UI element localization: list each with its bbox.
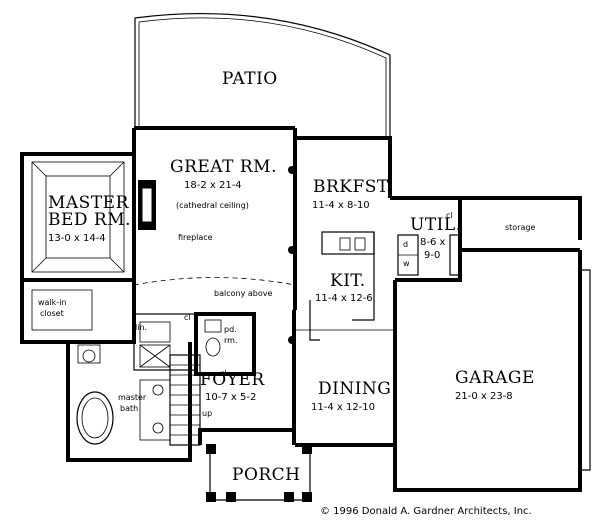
garage-label: GARAGE bbox=[455, 368, 535, 388]
foyer-walls bbox=[198, 310, 296, 445]
powder-room-walls bbox=[194, 312, 256, 376]
lin-label: lin. bbox=[135, 323, 147, 332]
fireplace-label: fireplace bbox=[178, 233, 213, 242]
master-bath-label-1: master bbox=[118, 393, 147, 402]
porch-label: PORCH bbox=[232, 465, 301, 485]
great-room-label: GREAT RM. bbox=[170, 157, 277, 177]
pd-rm-label-2: rm. bbox=[224, 336, 237, 345]
porch-outline bbox=[206, 444, 312, 502]
master-bed-label-1: MASTER bbox=[48, 193, 130, 213]
great-room-note: (cathedral ceiling) bbox=[176, 201, 249, 210]
util-label: UTIL. bbox=[410, 215, 462, 235]
walk-in-label-2: closet bbox=[40, 309, 64, 318]
storage-label: storage bbox=[505, 223, 535, 232]
kit-label: KIT. bbox=[330, 271, 366, 291]
stair-block bbox=[133, 313, 201, 446]
walk-in-closet-walls bbox=[20, 278, 136, 344]
cl-label-3: cl bbox=[446, 211, 453, 220]
pd-rm-label-1: pd. bbox=[224, 325, 237, 334]
util-dims-2: 9-0 bbox=[424, 250, 440, 261]
kit-dims: 11-4 x 12-6 bbox=[315, 293, 373, 304]
walk-in-label-1: walk-in bbox=[38, 298, 66, 307]
util-dims-1: 8-6 x bbox=[420, 237, 446, 248]
master-bath-label-2: bath bbox=[120, 404, 138, 413]
garage-walls bbox=[393, 250, 591, 492]
w-label: w bbox=[403, 259, 410, 268]
dining-dims: 11-4 x 12-10 bbox=[311, 402, 375, 413]
d-label: d bbox=[403, 240, 408, 249]
great-room-dims: 18-2 x 21-4 bbox=[184, 180, 242, 191]
utility-walls bbox=[397, 234, 461, 276]
cl-label-2: cl bbox=[220, 369, 227, 378]
foyer-label: FOYER bbox=[200, 370, 265, 390]
brkfst-label: BRKFST. bbox=[313, 177, 392, 197]
cl-label-1: cl bbox=[184, 313, 191, 322]
master-bed-label-2: BED RM. bbox=[48, 210, 131, 230]
balcony-label: balcony above bbox=[214, 289, 272, 298]
great-room-walls bbox=[132, 126, 297, 310]
foyer-dims: 10-7 x 5-2 bbox=[205, 392, 256, 403]
master-bed-dims: 13-0 x 14-4 bbox=[48, 233, 106, 244]
patio-label: PATIO bbox=[222, 69, 278, 89]
patio-outline bbox=[134, 12, 391, 138]
storage-walls bbox=[460, 196, 582, 252]
dining-label: DINING bbox=[318, 379, 391, 399]
garage-dims: 21-0 x 23-8 bbox=[455, 391, 513, 402]
copyright-label: © 1996 Donald A. Gardner Architects, Inc… bbox=[320, 506, 532, 517]
brkfst-dims: 11-4 x 8-10 bbox=[312, 200, 370, 211]
up-label: up bbox=[202, 409, 212, 418]
